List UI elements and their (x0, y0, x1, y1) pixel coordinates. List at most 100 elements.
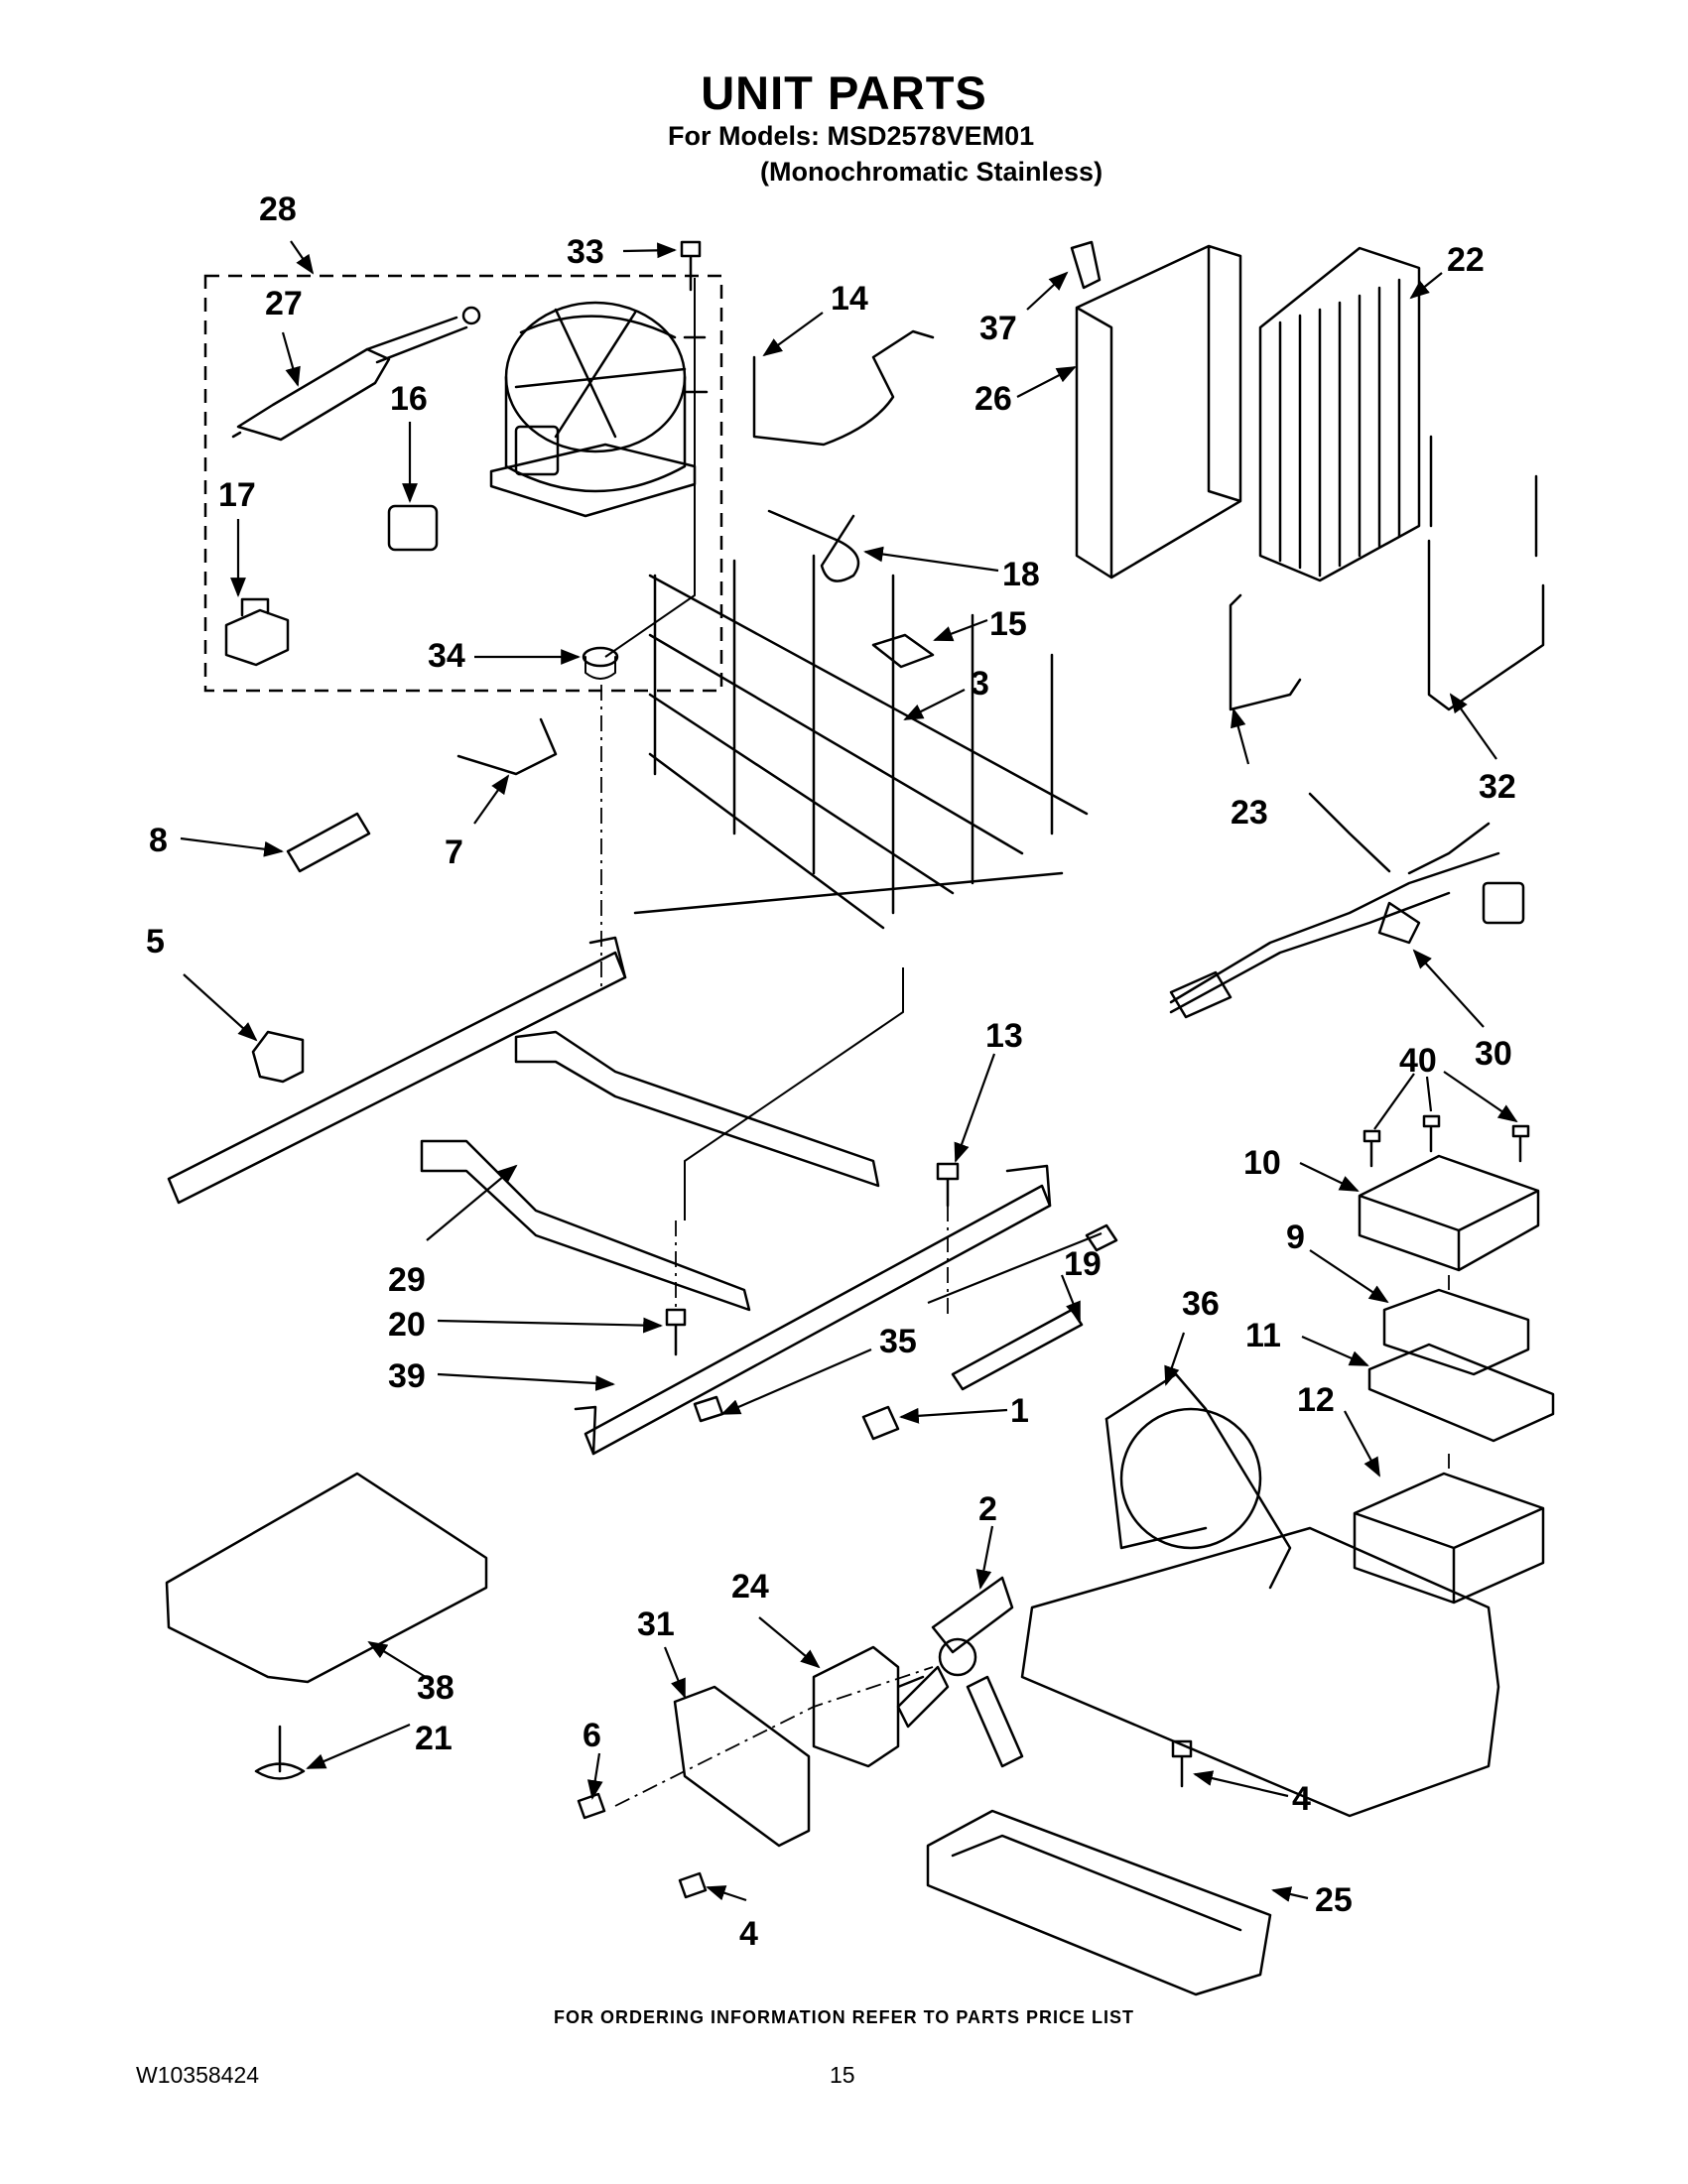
ordering-note: FOR ORDERING INFORMATION REFER TO PARTS … (553, 2007, 1134, 2027)
screw-40-b-drawing (1422, 1114, 1441, 1153)
leader-8 (180, 836, 284, 857)
variant-line: (Monochromatic Stainless) (760, 157, 1104, 187)
evaporator-drawing (633, 554, 1089, 930)
callout-15: 15 (989, 605, 1027, 643)
leader-31 (663, 1646, 687, 1699)
screw-35-upper-drawing (1085, 1223, 1118, 1252)
board-11-drawing (1367, 1343, 1555, 1443)
base-pan-drawing (1020, 1372, 1500, 1818)
page-title: UNIT PARTS (701, 66, 987, 119)
leader-2 (975, 1525, 994, 1590)
callout-21: 21 (415, 1720, 453, 1757)
callout-22: 22 (1447, 241, 1485, 279)
leader-7 (473, 774, 510, 825)
leader-37 (1026, 271, 1069, 311)
page-number: 15 (830, 2062, 855, 2088)
callout-1: 1 (1010, 1392, 1029, 1430)
leader-4-right (1193, 1770, 1289, 1798)
screw-13-drawing (936, 1162, 960, 1208)
callout-29: 29 (388, 1261, 426, 1299)
callout-31: 31 (637, 1606, 675, 1643)
tie-19-drawing (951, 1308, 1084, 1391)
leader-13 (954, 1053, 996, 1163)
callout-13: 13 (985, 1017, 1023, 1055)
connector-line-compressor (604, 278, 696, 658)
models-line: For Models: MSD2578VEM01 (668, 121, 1035, 151)
wire-7-drawing (456, 717, 558, 776)
callout-5: 5 (146, 923, 165, 961)
screw-20-drawing (665, 1308, 687, 1356)
fan-blade-drawing (896, 1576, 1024, 1768)
leader-38 (367, 1640, 430, 1680)
leader-3 (903, 689, 966, 720)
tube-14-drawing (752, 329, 935, 447)
leader-30 (1412, 949, 1485, 1028)
leader-12 (1344, 1410, 1380, 1477)
leader-4-lower (706, 1885, 747, 1902)
leader-20 (437, 1317, 663, 1334)
compressor-drawing (489, 301, 709, 518)
callout-10: 10 (1243, 1144, 1281, 1182)
screw-4-right-drawing (1171, 1739, 1193, 1788)
callout-38: 38 (417, 1669, 454, 1707)
callout-26: 26 (974, 380, 1012, 418)
callout-12: 12 (1297, 1381, 1335, 1419)
callout-23: 23 (1231, 794, 1268, 832)
motor-24-drawing (812, 1645, 925, 1768)
board-9-drawing (1382, 1288, 1530, 1376)
leader-11 (1301, 1335, 1369, 1367)
callout-14: 14 (831, 280, 868, 318)
leader-29 (426, 1164, 518, 1241)
callout-34: 34 (428, 637, 465, 675)
leader-36 (1164, 1332, 1186, 1386)
screw-33-drawing (680, 240, 702, 292)
leader-26 (1016, 366, 1077, 398)
wire-harness-drawing (1169, 792, 1525, 1019)
callout-19: 19 (1064, 1245, 1102, 1283)
callout-33: 33 (567, 233, 604, 271)
callout-6: 6 (583, 1717, 601, 1754)
leader-9 (1309, 1249, 1389, 1304)
leader-27 (281, 331, 301, 387)
leader-18 (863, 546, 999, 573)
callout-36: 36 (1182, 1285, 1220, 1323)
compressor-group-box (203, 274, 723, 693)
callout-4-lower: 4 (739, 1915, 758, 1953)
connector-line-evaporator (684, 967, 904, 1220)
bracket-23-drawing (1229, 593, 1302, 711)
screw-35-lower-drawing (693, 1395, 724, 1423)
drier-drawing (231, 306, 481, 442)
tube-18-drawing (767, 509, 860, 582)
callout-20: 20 (388, 1306, 426, 1344)
shroud-drawing (1075, 244, 1242, 579)
condenser-drawing (1258, 246, 1421, 582)
callout-28: 28 (259, 191, 297, 228)
rails-drawing (167, 936, 880, 1312)
callout-16: 16 (390, 380, 428, 418)
overload-drawing (224, 597, 290, 667)
leader-40 (1373, 1071, 1516, 1129)
leader-23 (1231, 707, 1250, 765)
bracket-5-drawing (251, 1030, 305, 1084)
leader-32 (1449, 693, 1497, 760)
drain-pan-drawing (926, 1809, 1272, 1996)
leader-22 (1409, 272, 1443, 300)
insulation-38-drawing (165, 1472, 488, 1684)
leader-39 (437, 1372, 615, 1391)
grommet-1-drawing (861, 1405, 900, 1441)
callout-24: 24 (731, 1568, 769, 1606)
callout-40: 40 (1399, 1042, 1437, 1080)
callout-30: 30 (1475, 1035, 1512, 1073)
callout-37: 37 (979, 310, 1017, 347)
callout-18: 18 (1002, 556, 1040, 593)
callout-7: 7 (445, 834, 463, 871)
leader-14 (762, 312, 824, 357)
screw-4-lower-drawing (678, 1871, 708, 1899)
leader-6 (586, 1752, 603, 1800)
callout-39: 39 (388, 1357, 426, 1395)
leader-15 (933, 618, 988, 642)
leader-33 (622, 242, 677, 259)
callout-4-right: 4 (1292, 1780, 1311, 1818)
leader-5 (183, 973, 258, 1042)
